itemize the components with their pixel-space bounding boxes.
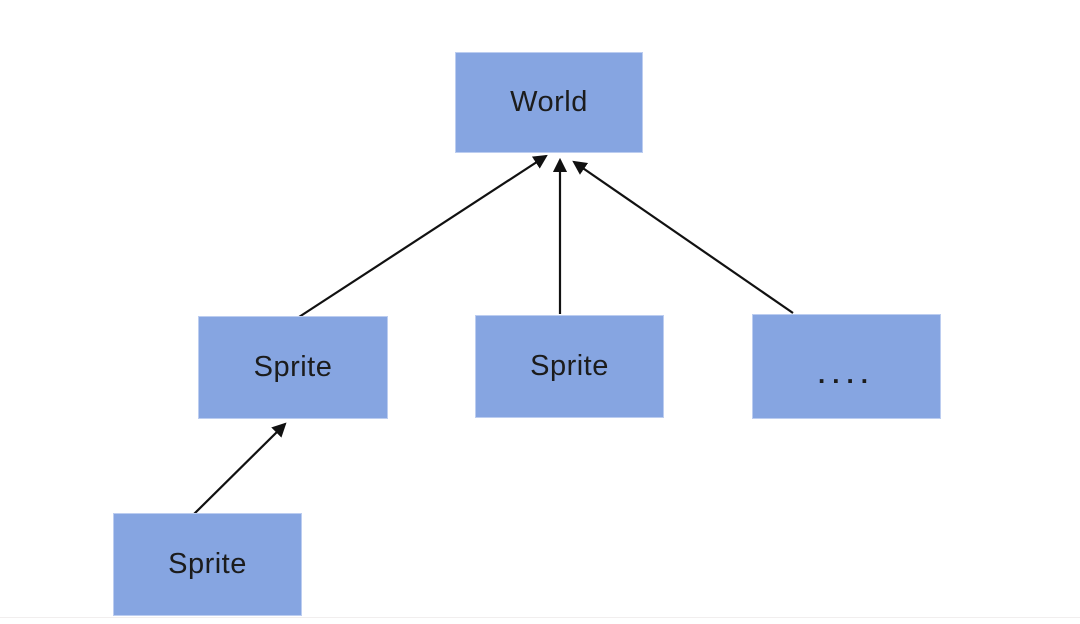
node-sprite-bottom: Sprite — [113, 513, 302, 616]
node-label-world: World — [510, 86, 588, 118]
arrow-sprite-bottom-to-sprite-left — [191, 422, 287, 517]
node-label-sprite-middle: Sprite — [530, 350, 609, 382]
node-label-sprite-bottom: Sprite — [168, 548, 247, 580]
node-label-ellipsis: .... — [818, 358, 875, 389]
slide-bottom-edge — [0, 617, 1080, 618]
arrow-sprite-left-to-world — [298, 154, 548, 318]
node-label-sprite-left: Sprite — [253, 351, 333, 383]
arrow-ellipsis-to-world — [572, 160, 794, 314]
node-ellipsis: .... — [752, 314, 941, 419]
node-sprite-middle: Sprite — [475, 315, 664, 418]
node-sprite-left: Sprite — [198, 316, 388, 419]
node-world: World — [455, 52, 643, 153]
